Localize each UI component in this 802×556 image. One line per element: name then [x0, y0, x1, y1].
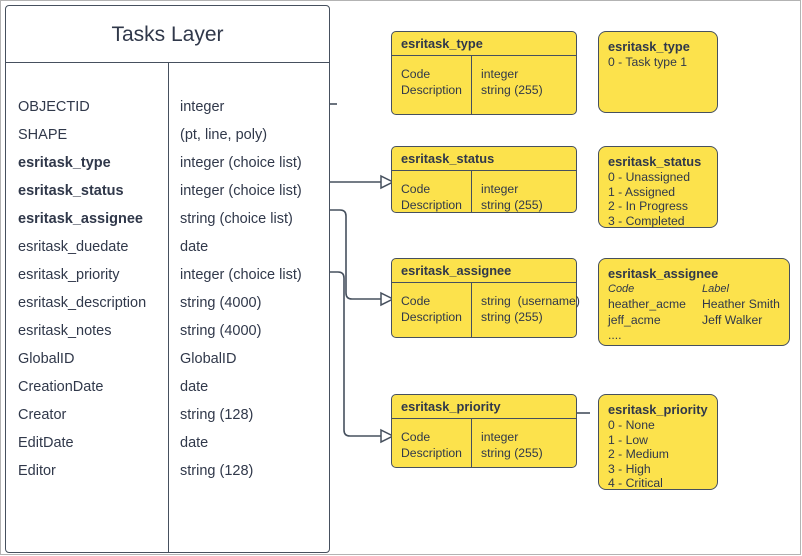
field-type: string (choice list) — [180, 211, 293, 227]
field-name: Creator — [18, 407, 67, 423]
table-row: GlobalID GlobalID — [6, 345, 329, 373]
value-list-row: .... — [608, 328, 780, 344]
value-list-title: esritask_priority — [608, 402, 708, 417]
value-list-col-code: Code — [608, 283, 635, 295]
value-list-row: jeff_acme Jeff Walker — [608, 313, 780, 329]
value-list-values: 0 - Unassigned 1 - Assigned 2 - In Progr… — [608, 170, 690, 228]
field-type: string (128) — [180, 463, 254, 479]
field-name: Editor — [18, 463, 56, 479]
field-name: EditDate — [18, 435, 74, 451]
table-row: CreationDate date — [6, 373, 329, 401]
table-row: esritask_type integer (choice list) — [6, 149, 329, 177]
domain-table-body: Code Description string (username) strin… — [392, 283, 580, 337]
domain-table-priority: esritask_priority Code Description integ… — [391, 394, 577, 468]
field-type: date — [180, 239, 209, 255]
table-row: Editor string (128) — [6, 457, 329, 485]
field-name: esritask_status — [18, 183, 124, 199]
domain-table-body: Code Description integer string (255) — [392, 56, 576, 114]
table-row: esritask_priority integer (choice list) — [6, 261, 329, 289]
tasks-layer-fields: OBJECTID integer SHAPE (pt, line, poly) … — [6, 63, 329, 552]
value-list-title: esritask_status — [608, 154, 702, 169]
value-list-type: esritask_type 0 - Task type 1 — [598, 31, 718, 113]
field-name: esritask_description — [18, 295, 147, 311]
table-row: esritask_status integer (choice list) — [6, 177, 329, 205]
domain-table-header: esritask_type — [392, 32, 576, 56]
field-name: CreationDate — [18, 379, 104, 395]
value-list-title: esritask_assignee — [608, 266, 719, 281]
tasks-layer-table: Tasks Layer OBJECTID integer SHAPE (pt, … — [5, 5, 330, 553]
domain-column-divider — [471, 283, 472, 337]
domain-column-divider — [471, 56, 472, 114]
domain-field-names: Code Description — [401, 430, 462, 460]
field-type: integer (choice list) — [180, 155, 302, 171]
field-type: integer (choice list) — [180, 267, 302, 283]
domain-table-header: esritask_priority — [392, 395, 576, 419]
value-list-title: esritask_type — [608, 39, 690, 54]
field-name: esritask_type — [18, 155, 111, 171]
table-row: OBJECTID integer — [6, 93, 329, 121]
field-type: string (4000) — [180, 295, 262, 311]
column-divider — [168, 63, 169, 552]
value-list-column-headers: Code Label — [608, 282, 780, 297]
value-code: .... — [608, 328, 622, 342]
field-type: (pt, line, poly) — [180, 127, 268, 143]
table-row: SHAPE (pt, line, poly) — [6, 121, 329, 149]
domain-field-types: string (username) string (255) — [481, 294, 580, 324]
table-row: esritask_description string (4000) — [6, 289, 329, 317]
value-list-values: 0 - Task type 1 — [608, 55, 688, 69]
domain-field-types: integer string (255) — [481, 430, 543, 460]
field-type: integer (choice list) — [180, 183, 302, 199]
domain-field-names: Code Description — [401, 182, 462, 212]
value-label: Heather Smith — [702, 297, 780, 311]
table-row: EditDate date — [6, 429, 329, 457]
field-type: date — [180, 435, 209, 451]
value-label: Jeff Walker — [702, 312, 763, 327]
field-name: SHAPE — [18, 127, 68, 143]
value-code: jeff_acme — [608, 312, 661, 327]
table-row: esritask_assignee string (choice list) — [6, 205, 329, 233]
field-name: esritask_priority — [18, 267, 120, 283]
value-list-col-label: Label — [702, 283, 729, 295]
domain-field-types: integer string (255) — [481, 67, 543, 97]
domain-table-status: esritask_status Code Description integer… — [391, 146, 577, 213]
field-name: esritask_notes — [18, 323, 112, 339]
domain-table-header: esritask_status — [392, 147, 576, 171]
domain-field-names: Code Description — [401, 67, 462, 97]
page-title: Tasks Layer — [6, 6, 329, 63]
field-type: string (128) — [180, 407, 254, 423]
domain-table-assignee: esritask_assignee Code Description strin… — [391, 258, 580, 338]
table-row: esritask_notes string (4000) — [6, 317, 329, 345]
domain-table-header: esritask_assignee — [392, 259, 576, 283]
domain-field-types: integer string (255) — [481, 182, 543, 212]
domain-table-body: Code Description integer string (255) — [392, 419, 576, 467]
field-name: esritask_assignee — [18, 211, 143, 227]
value-list-row: heather_acme Heather Smith — [608, 297, 780, 313]
domain-table-type: esritask_type Code Description integer s… — [391, 31, 577, 115]
field-name: esritask_duedate — [18, 239, 129, 255]
value-list-values: 0 - None 1 - Low 2 - Medium 3 - High 4 -… — [608, 418, 669, 490]
field-name: OBJECTID — [18, 99, 90, 115]
field-type: string (4000) — [180, 323, 262, 339]
domain-column-divider — [471, 171, 472, 212]
field-type: date — [180, 379, 209, 395]
field-type: GlobalID — [180, 351, 237, 367]
field-name: GlobalID — [18, 351, 75, 367]
value-list-priority: esritask_priority 0 - None 1 - Low 2 - M… — [598, 394, 718, 490]
table-row: Creator string (128) — [6, 401, 329, 429]
value-list-status: esritask_status 0 - Unassigned 1 - Assig… — [598, 146, 718, 228]
domain-field-names: Code Description — [401, 294, 462, 324]
domain-table-body: Code Description integer string (255) — [392, 171, 576, 212]
table-row: esritask_duedate date — [6, 233, 329, 261]
domain-column-divider — [471, 419, 472, 467]
field-type: integer — [180, 99, 225, 115]
value-list-assignee: esritask_assignee Code Label heather_acm… — [598, 258, 790, 346]
value-code: heather_acme — [608, 297, 686, 311]
